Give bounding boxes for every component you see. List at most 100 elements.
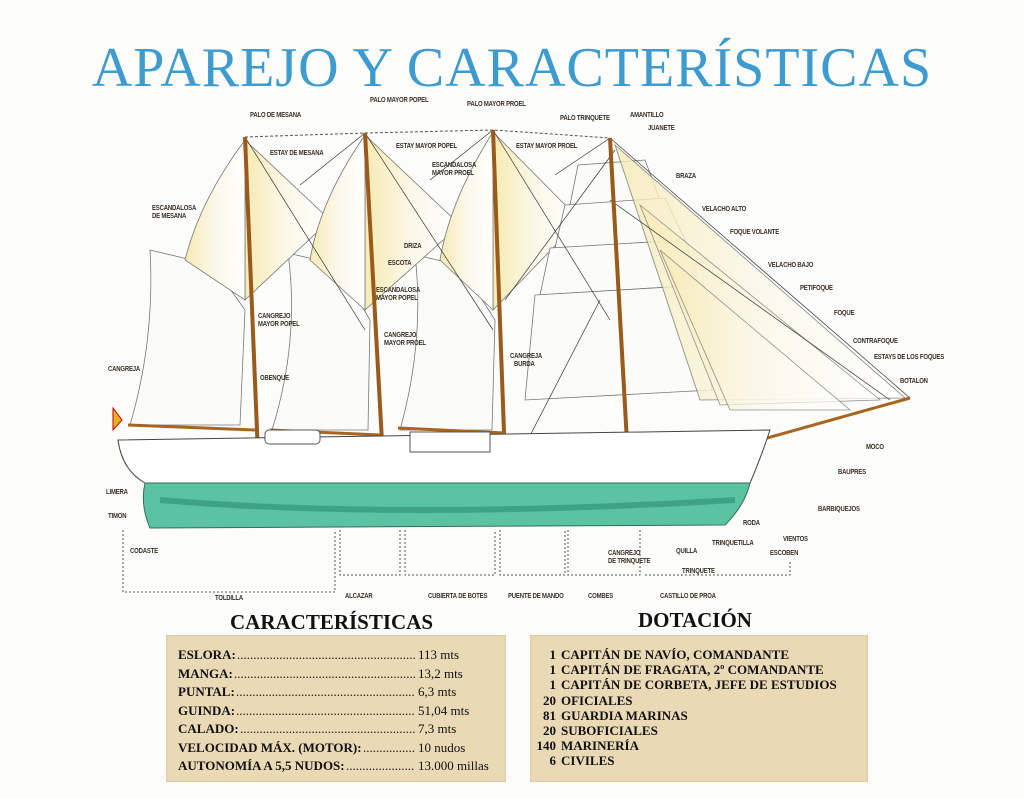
- label-braza: BRAZA: [676, 173, 696, 180]
- crew-role: SUBOFICIALES: [561, 723, 658, 738]
- label-escandalosa-mesana: ESCANDALOSA: [152, 205, 197, 212]
- section-alcazar: ALCAZAR: [345, 593, 373, 600]
- crew-count: 81: [543, 707, 556, 723]
- label-palo-mesana: PALO DE MESANA: [250, 112, 302, 119]
- caracteristica-label: ESLORA:: [178, 647, 236, 662]
- label-estay-mayor-proel: ESTAY MAYOR PROEL: [516, 143, 578, 150]
- label-trinquete: TRINQUETE: [682, 568, 715, 575]
- caracteristica-value: 51,04 mts: [418, 702, 470, 718]
- jib-sails: [614, 143, 907, 411]
- section-puente-mando: PUENTE DE MANDO: [508, 593, 564, 600]
- label-palo-mayor-popel: PALO MAYOR POPEL: [370, 97, 429, 104]
- caracteristica-label: PUNTAL:: [178, 684, 235, 699]
- label-palo-mayor-proel: PALO MAYOR PROEL: [467, 101, 526, 108]
- caracteristica-row: AUTONOMÍA A 5,5 NUDOS: 13.000 millas.....…: [178, 758, 489, 774]
- crew-row: 20 SUBOFICIALES: [522, 723, 658, 739]
- label-escoben: ESCOBEN: [770, 550, 799, 557]
- label-cangrejo-trinquete: CANGREJO: [608, 550, 641, 557]
- crew-role: OFICIALES: [561, 692, 633, 708]
- caracteristica-value: 7,3 mts: [418, 721, 457, 736]
- label-cangrejo-trinquete-2: DE TRINQUETE: [608, 558, 651, 565]
- label-vientos: VIENTOS: [783, 536, 808, 543]
- caracteristica-value: 13.000 millas: [418, 758, 489, 773]
- label-estay-mayor-popel: ESTAY MAYOR POPEL: [396, 143, 457, 150]
- caracteristica-value: 113 mts: [418, 647, 460, 662]
- gaff-sails: [129, 249, 496, 431]
- label-escandalosa-mayor-proel-2: MAYOR PROEL: [432, 170, 474, 177]
- label-cangreja-burda-2: BURDA: [514, 361, 535, 368]
- label-velacho-bajo: VELACHO BAJO: [768, 262, 814, 269]
- label-escandalosa-mesana-2: DE MESANA: [152, 213, 187, 220]
- label-codaste: CODASTE: [130, 548, 158, 555]
- label-roda: RODA: [743, 520, 760, 527]
- label-velacho-alto: VELACHO ALTO: [702, 206, 747, 213]
- rigging: [244, 129, 911, 456]
- crew-count: 20: [543, 692, 556, 708]
- section-toldilla: TOLDILLA: [215, 595, 243, 602]
- section-castillo-proa: CASTILLO DE PROA: [660, 593, 716, 600]
- label-cangrejo-mayor-proel-2: MAYOR PROEL: [384, 340, 426, 347]
- label-juanete: JUANETE: [648, 125, 675, 132]
- crew-count: 6: [549, 753, 557, 769]
- leader-dots: ........................................…: [236, 702, 415, 718]
- label-cangrejo-mayor-popel-2: MAYOR POPEL: [258, 321, 300, 328]
- crew-role: CAPITÁN DE FRAGATA, 2º COMANDANTE: [561, 662, 824, 678]
- caracteristica-label: GUINDA:: [178, 702, 236, 718]
- label-contrafoque: CONTRAFOQUE: [853, 338, 898, 345]
- crew-count: 1: [549, 662, 557, 678]
- label-petifoque: PETIFOQUE: [800, 285, 833, 292]
- caracteristica-row: ESLORA: 113 mts..........................…: [178, 647, 459, 663]
- label-estays-foques: ESTAYS DE LOS FOQUES: [874, 354, 945, 361]
- label-cangreja-burda: CANGREJA: [510, 353, 543, 360]
- leader-dots: ........................................…: [234, 665, 415, 681]
- label-botalon: BOTALON: [900, 378, 928, 385]
- hull-bottom: [142, 482, 751, 529]
- label-quilla: QUILLA: [676, 548, 698, 555]
- ship-diagram: [112, 129, 911, 593]
- crew-count: 1: [549, 677, 557, 693]
- caracteristica-row: CALADO:7,3 mts..........................…: [178, 721, 456, 737]
- leader-dots: ........................................…: [240, 721, 415, 736]
- top-stays: [244, 129, 611, 139]
- label-foque-volante: FOQUE VOLANTE: [730, 229, 780, 236]
- leader-dots: ........................................…: [363, 739, 415, 755]
- label-escandalosa-mayor-popel-2: MAYOR POPEL: [376, 295, 418, 302]
- section-cubierta-botes: CUBIERTA DE BOTES: [428, 593, 488, 600]
- crew-row: 20 OFICIALES: [522, 693, 633, 709]
- top-sails: [184, 130, 581, 311]
- dotacion-heading: DOTACIÓN: [638, 608, 752, 632]
- crew-count: 20: [543, 723, 556, 738]
- label-barbiquejos: BARBIQUEJOS: [818, 506, 860, 513]
- caracteristica-row: PUNTAL:6,3 mts..........................…: [178, 684, 456, 700]
- label-estay-mesana: ESTAY DE MESANA: [270, 150, 324, 157]
- label-escota: ESCOTA: [388, 260, 412, 267]
- label-timon: TIMON: [108, 513, 127, 520]
- crew-role: CAPITÁN DE CORBETA, JEFE DE ESTUDIOS: [561, 677, 837, 693]
- label-trinquetilla: TRINQUETILLA: [712, 540, 754, 547]
- caracteristica-label: AUTONOMÍA A 5,5 NUDOS:: [178, 758, 345, 773]
- leader-dots: ........................................…: [346, 758, 415, 773]
- label-escandalosa-mayor-popel: ESCANDALOSA: [376, 287, 421, 294]
- label-baupres: BAUPRES: [838, 469, 866, 476]
- crew-count: 140: [536, 738, 557, 754]
- label-cangrejo-mayor-popel: CANGREJO: [258, 313, 291, 320]
- leader-dots: ........................................…: [236, 684, 415, 699]
- label-obenque: OBENQUE: [260, 375, 289, 382]
- label-driza: DRIZA: [404, 243, 422, 250]
- caracteristicas-heading: CARACTERÍSTICAS: [230, 610, 434, 634]
- section-combes: COMBES: [588, 593, 614, 600]
- section-brackets: [122, 530, 791, 593]
- crew-role: CIVILES: [561, 753, 615, 769]
- caracteristica-value: 13,2 mts: [418, 665, 463, 681]
- page-title: APAREJO Y CARACTERÍSTICAS: [91, 37, 933, 99]
- label-cangreja: CANGREJA: [108, 366, 141, 373]
- leader-dots: ........................................…: [237, 647, 415, 662]
- label-escandalosa-mayor-proel: ESCANDALOSA: [432, 162, 477, 169]
- masts: [243, 129, 630, 461]
- label-limera: LIMERA: [106, 489, 128, 496]
